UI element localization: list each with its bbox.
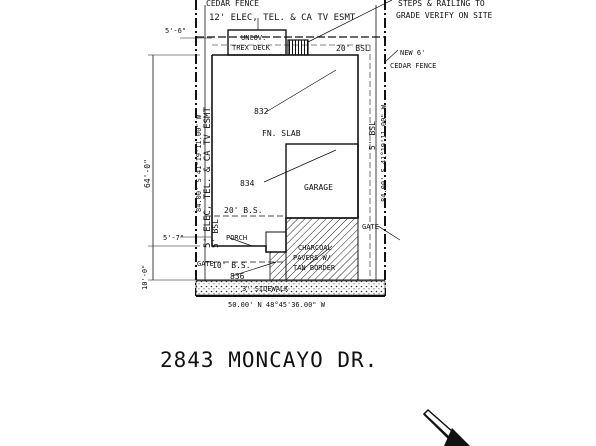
sidewalk [195,280,386,296]
label-fn-slab: FN. SLAB [262,129,301,138]
trex-deck [227,29,287,56]
label-new-fence-2: CEDAR FENCE [390,62,436,70]
porch-walk [269,251,287,281]
label-dim-5-7: 5'-7" [163,234,184,242]
label-bsl-rear: 20' BSL [336,44,370,53]
label-cedar-fence-top: CEDAR FENCE [206,0,259,8]
label-charcoal-3: TAN BORDER [293,264,336,272]
label-bs-20-front: 20' B.S. [224,206,263,215]
north-arrow-icon [422,408,470,446]
label-dim-5-6: 5'-6" [165,27,186,35]
label-elev-834: 834 [240,179,255,188]
label-charcoal-1: CHARCOAL [298,244,332,252]
label-steps-note-1: STEPS & RAILING TO [398,0,485,8]
label-dim-64: 64'-0" [143,159,152,188]
label-bearing-bottom: 50.00' N 48°45'36.00" W [228,301,326,309]
label-side-bsl-left: 5' BSL [211,219,220,248]
porch [265,231,287,253]
label-bearing-right: 84.00' S 41°19'11.00" W [380,104,388,202]
leader-lines [229,0,401,277]
label-steps-note-2: GRADE VERIFY ON SITE [396,11,493,20]
dimension-lines [148,37,212,281]
label-sidewalk: 3' SIDEWALK [242,285,289,293]
setback-lines [205,44,371,280]
label-bearing-left: 84.00' S 41°19'11.00" W [195,114,203,212]
label-deck-1: UNCOV. [241,34,266,42]
address-title: 2843 MONCAYO DR. [160,348,378,372]
label-charcoal-2: PAVERS W/ [293,254,331,262]
label-deck-2: TREX DECK [232,44,271,52]
label-easement-side: 5' ELEC, TEL. & CA TV ESMT [203,107,213,248]
garage [285,143,359,219]
label-dim-10: 10'-0" [141,265,149,290]
label-elev-832: 832 [254,107,269,116]
label-easement-top: 12' ELEC, TEL. & CA TV ESMT [209,13,356,23]
label-gate-left: GATE [197,260,214,268]
label-elev-836: 836 [230,272,245,281]
label-porch: PORCH [226,234,247,242]
deck-steps [287,39,309,56]
label-bs-10: 10' B.S. [212,261,251,270]
label-garage: GARAGE [304,183,333,192]
label-gate-right: GATE [362,223,379,231]
label-new-fence-1: NEW 6' [400,49,425,57]
label-side-bsl-right: 5' BSL [368,121,377,150]
